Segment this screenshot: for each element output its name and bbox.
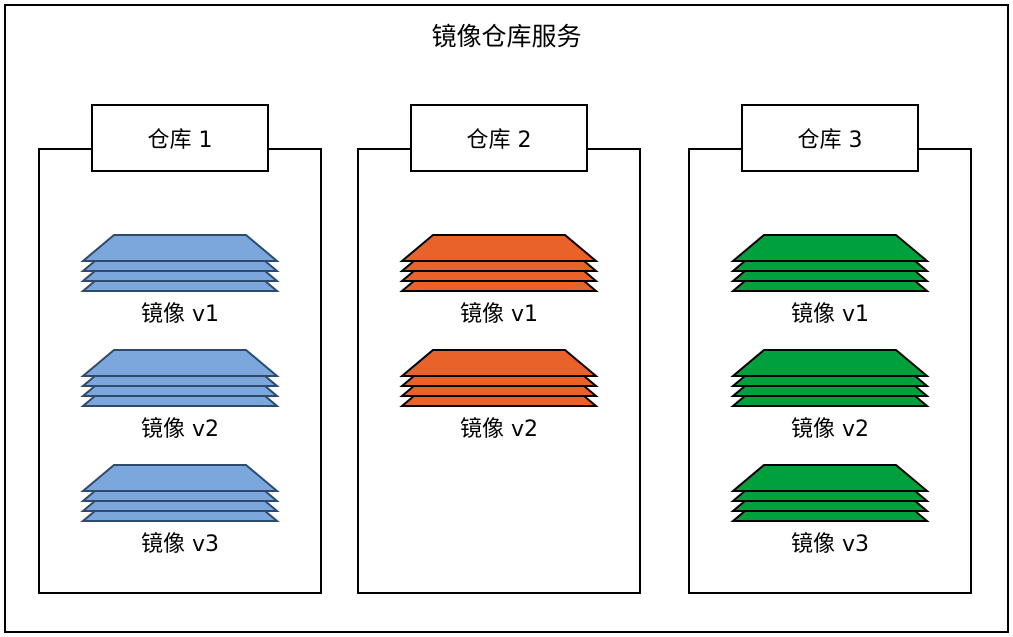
image-layer	[730, 347, 930, 381]
image-label: 镜像 v1	[140, 302, 219, 327]
image-layer	[399, 347, 599, 381]
layer-stack	[80, 232, 280, 296]
image-label: 镜像 v1	[459, 302, 538, 327]
image-layer	[399, 232, 599, 266]
image-layer	[80, 462, 280, 496]
layer-stack	[730, 232, 930, 296]
layer-stack	[80, 462, 280, 526]
image-stack-3-3[interactable]: 镜像 v3	[730, 462, 930, 572]
image-stack-1-3[interactable]: 镜像 v3	[80, 462, 280, 572]
image-label: 镜像 v3	[140, 532, 219, 557]
layer-stack	[730, 347, 930, 411]
image-layer	[80, 347, 280, 381]
image-stack-3-2[interactable]: 镜像 v2	[730, 347, 930, 457]
image-stack-3-1[interactable]: 镜像 v1	[730, 232, 930, 342]
image-stack-2-1[interactable]: 镜像 v1	[399, 232, 599, 342]
image-layer	[730, 462, 930, 496]
image-label: 镜像 v3	[790, 532, 869, 557]
layer-stack	[730, 462, 930, 526]
repository-header-3[interactable]: 仓库 3	[741, 104, 919, 172]
image-stack-1-2[interactable]: 镜像 v2	[80, 347, 280, 457]
page-title: 镜像仓库服务	[431, 22, 582, 51]
image-layer	[730, 232, 930, 266]
image-stack-2-2[interactable]: 镜像 v2	[399, 347, 599, 457]
repository-header-label-2: 仓库 2	[466, 128, 532, 153]
image-stack-1-1[interactable]: 镜像 v1	[80, 232, 280, 342]
layer-stack	[399, 347, 599, 411]
layer-stack	[399, 232, 599, 296]
image-label: 镜像 v2	[140, 417, 219, 442]
image-label: 镜像 v2	[790, 417, 869, 442]
layer-stack	[80, 347, 280, 411]
image-label: 镜像 v1	[790, 302, 869, 327]
image-label: 镜像 v2	[459, 417, 538, 442]
repository-header-label-1: 仓库 1	[147, 128, 213, 153]
repository-header-label-3: 仓库 3	[797, 128, 863, 153]
repository-header-1[interactable]: 仓库 1	[91, 104, 269, 172]
image-layer	[80, 232, 280, 266]
repository-header-2[interactable]: 仓库 2	[410, 104, 588, 172]
